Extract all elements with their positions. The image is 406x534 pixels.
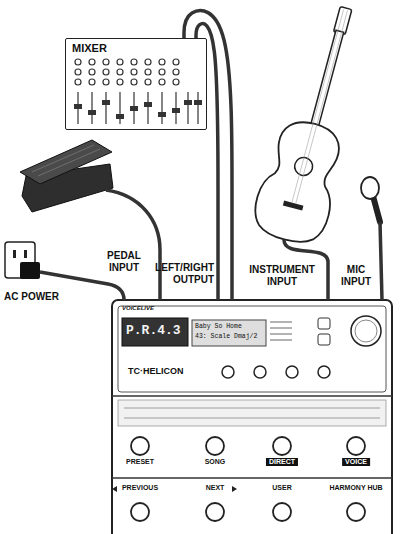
mixer-box: MIXER [65,38,207,130]
preset-display: P.R.4.3 [126,324,181,339]
mixer-knob [159,59,165,65]
microphone [361,177,380,222]
fader-track [105,92,106,124]
footswitch-label: HARMONY HUB [326,484,385,492]
mixer-knob [159,69,165,75]
mixer-knob [103,59,109,65]
mixer-knob [75,69,81,75]
fader-track [147,92,148,124]
port-label: INSTRUMENT INPUT [244,264,320,287]
port-label: MIC INPUT [336,264,376,287]
mixer-knob [75,79,81,85]
fader-cap [102,100,110,105]
mixer-knob [145,79,151,85]
fader-cap [88,110,96,115]
port-label: AC POWER [4,291,74,303]
mixer-knob [131,59,137,65]
mixer-knob [89,59,95,65]
section-title: MIXER [72,42,107,55]
fader-track [91,92,92,124]
fader-track [161,92,162,124]
device-housing [112,300,392,534]
lcd-text: 43: Scale Dmaj/2 [195,333,257,340]
fader-cap [144,102,152,107]
mixer-knob [159,79,165,85]
mixer-knob [173,59,179,65]
expression-pedal [20,140,113,212]
ac-outlet [5,242,40,279]
mixer-knob [173,69,179,75]
fader-cap [158,112,166,117]
mixer-knob [131,69,137,75]
fader-cap [172,108,180,113]
mixer-knob [117,59,123,65]
footswitch-label: PREVIOUS [119,484,161,492]
port-label: LEFT/RIGHT OUTPUT [148,262,214,285]
fader-cap [184,100,192,105]
mixer-knob [117,69,123,75]
mixer-knob [173,79,179,85]
mixer-knob [89,79,95,85]
fader-cap [130,106,138,111]
mixer-controls [74,59,202,124]
footswitch-label: SONG [202,458,229,466]
lcd-text: Baby So Home [195,323,242,330]
fader-cap [74,104,82,109]
port-label: PEDAL INPUT [100,250,148,273]
mixer-knob [103,69,109,75]
mixer-knob [145,69,151,75]
footswitch-label: PRESET [123,458,157,466]
brand-logo: TC·HELICON [128,366,184,376]
fader-track [187,92,188,124]
footswitch-label: DIRECT [266,458,298,466]
fader-cap [194,100,202,105]
fader-cap [116,114,124,119]
fader-track [197,92,198,124]
mixer-knob [75,59,81,65]
audio-cable [196,24,218,300]
mixer-knob [131,79,137,85]
audio-cable [184,11,232,300]
mixer-knob [103,79,109,85]
fader-track [119,92,120,124]
footswitch-label: NEXT [203,484,228,492]
acoustic-guitar [249,0,382,249]
mixer-knob [89,69,95,75]
footswitch-label: USER [269,484,294,492]
mixer-knob [117,79,123,85]
footswitch-label: VOICE [342,458,370,466]
voice-processor: VOICELIVE P.R.4.3 Baby So Home 43: Scale Dm… [112,300,392,534]
cable [40,190,382,300]
model-name: VOICELIVE [122,305,154,312]
mixer-knob [145,59,151,65]
